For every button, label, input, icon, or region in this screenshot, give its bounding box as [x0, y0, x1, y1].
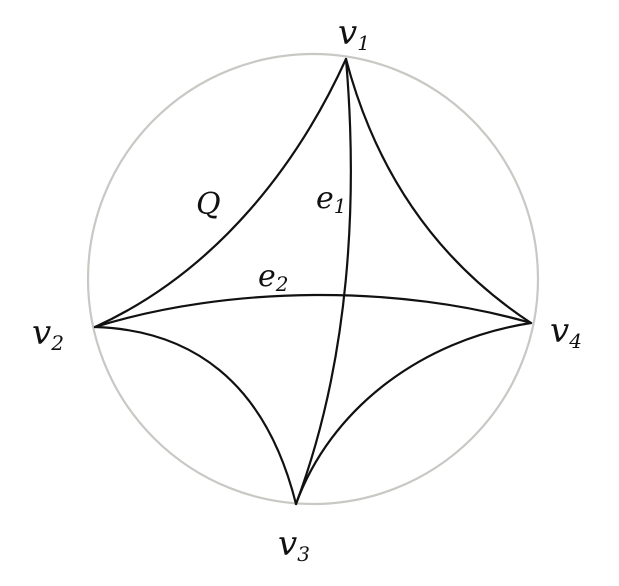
label-v4: v4: [550, 311, 582, 353]
diagonal-e1: [294, 57, 352, 506]
diagonal-e2: [93, 293, 533, 329]
side-v1-v4: [344, 57, 533, 325]
label-Q: Q: [196, 187, 221, 222]
side-v1-v2: [93, 57, 348, 329]
side-v2-v3: [93, 325, 298, 506]
side-v3-v4: [294, 321, 533, 506]
label-v3: v3: [278, 524, 310, 566]
label-v1: v1: [338, 13, 370, 55]
label-v2: v2: [32, 313, 64, 355]
label-e1: e1: [316, 181, 347, 218]
label-e2: e2: [258, 259, 289, 296]
boundary-circle: [86, 52, 540, 506]
